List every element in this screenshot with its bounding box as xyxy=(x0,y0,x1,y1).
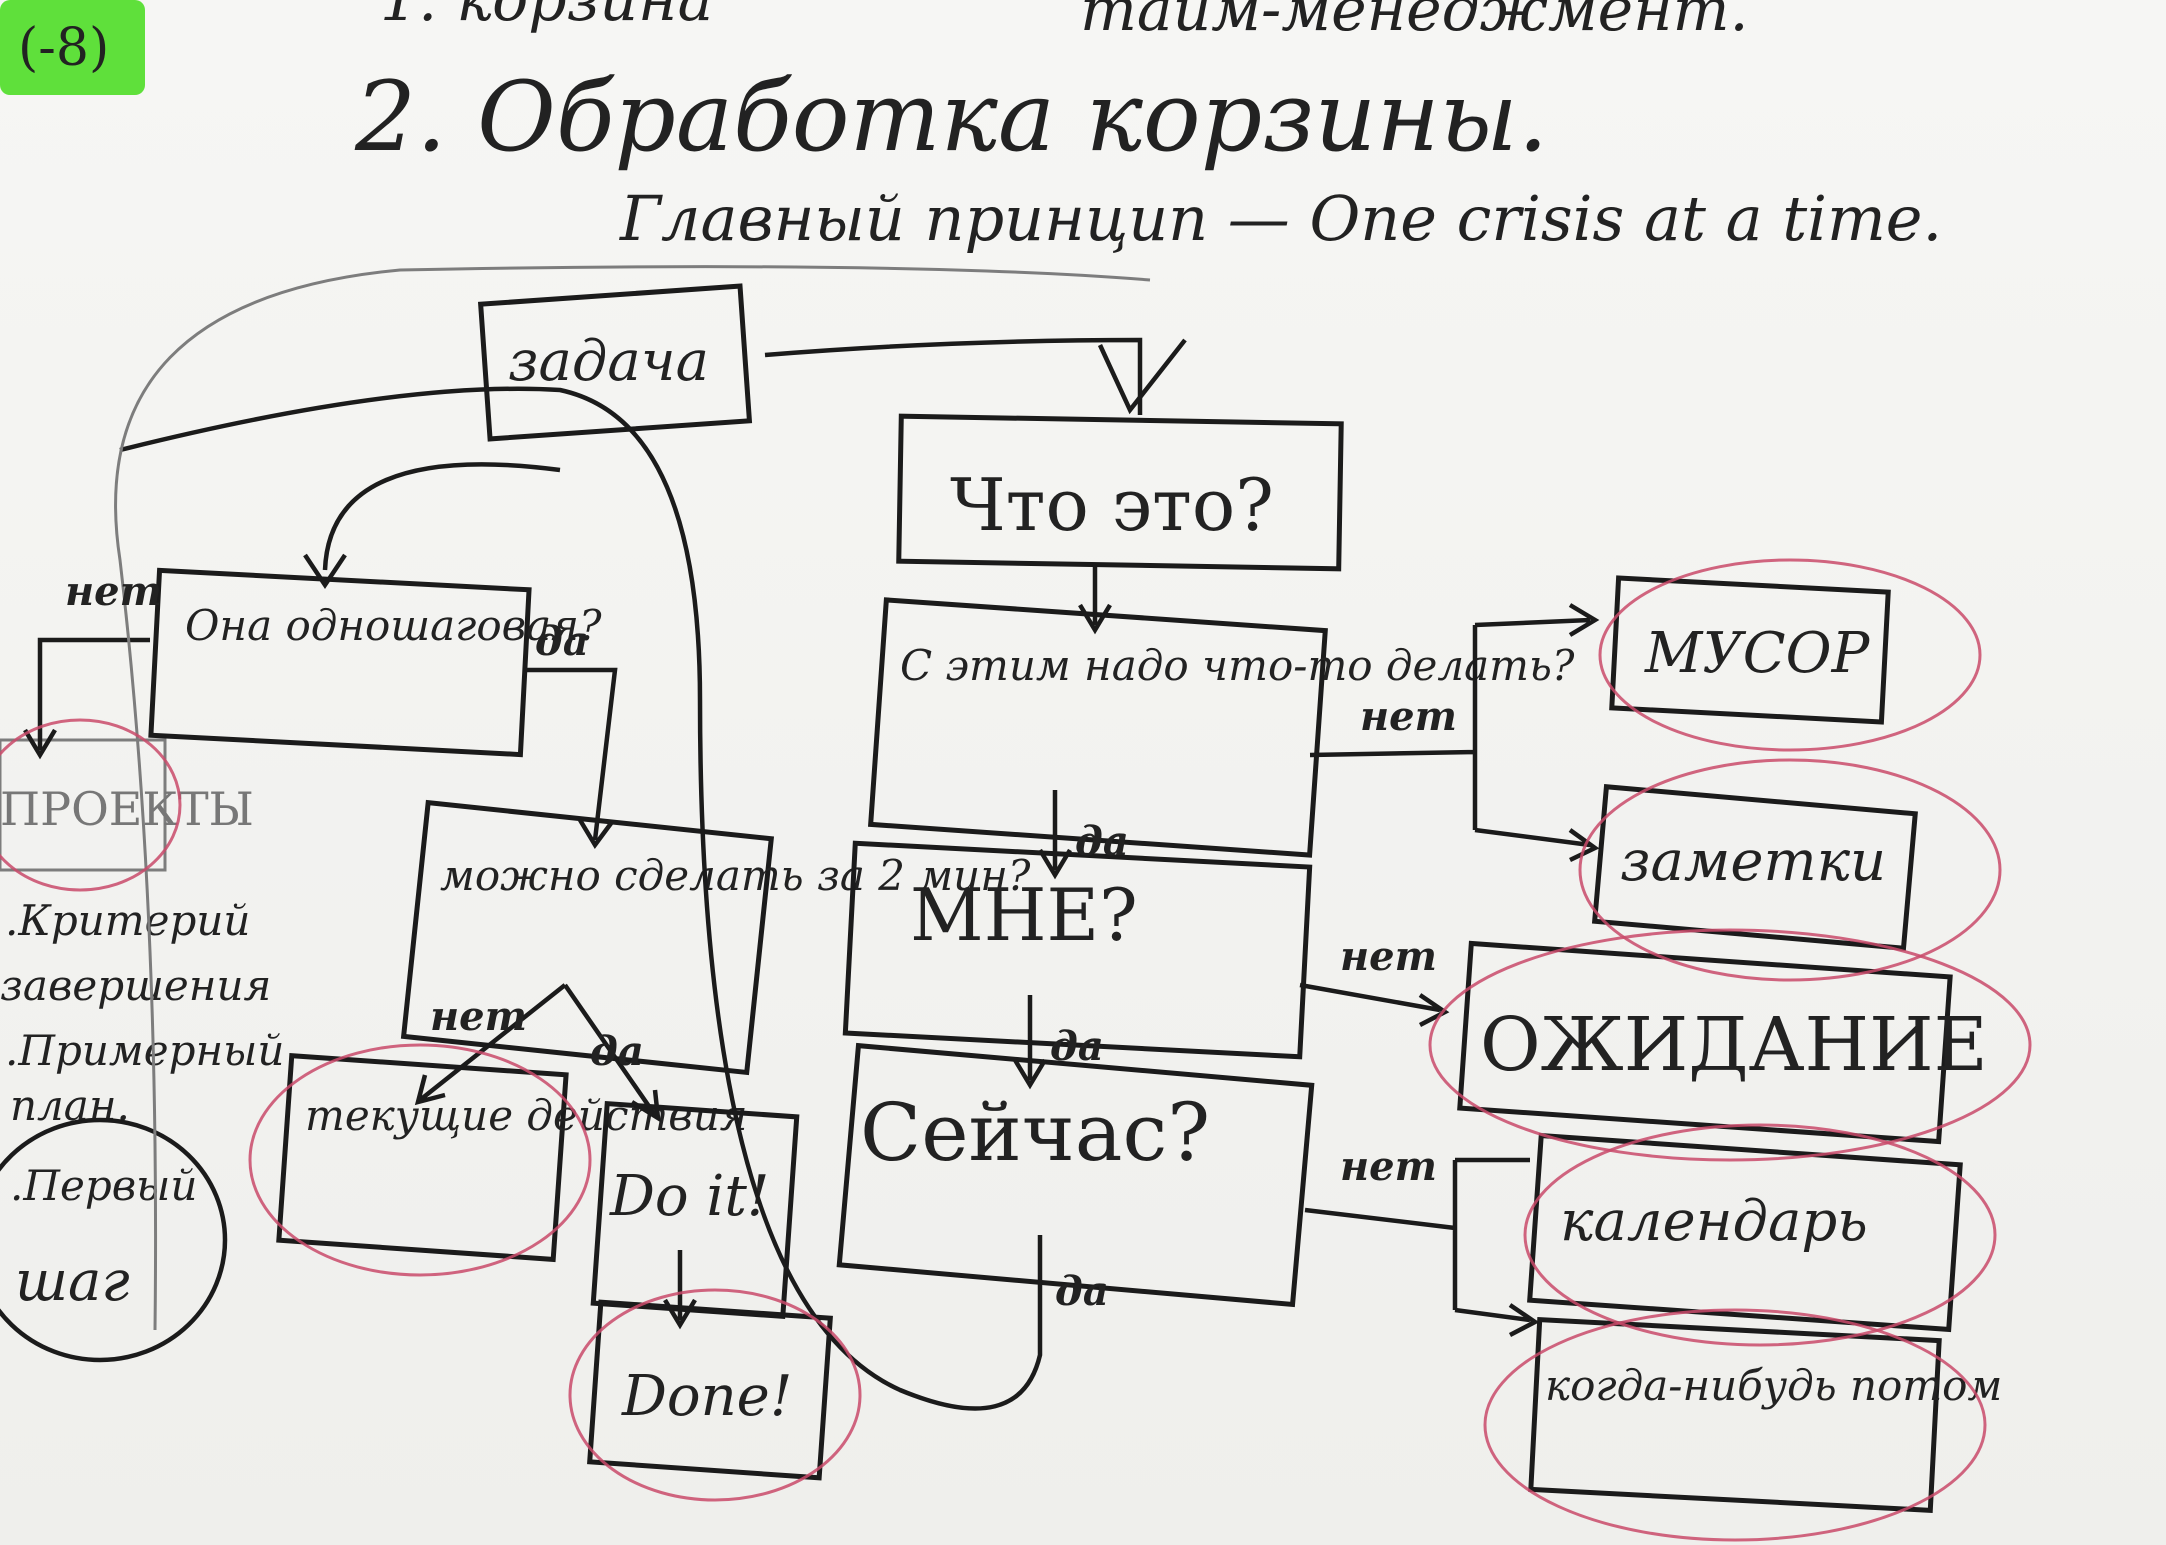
edge-task-to-what-arrowhead xyxy=(1097,338,1187,415)
label-onestep-yes: да xyxy=(535,618,589,665)
side-note-5: .Первый xyxy=(10,1161,197,1210)
node-someday-label: когда-нибудь потом xyxy=(1545,1361,2002,1410)
gray-loop-line xyxy=(114,265,1151,1331)
node-two-min-label: можно сделать за 2 мин? xyxy=(440,851,1031,900)
label-me-no: нет xyxy=(1340,933,1437,980)
highlight-waiting xyxy=(1428,928,2032,1162)
edge-branch-to-notes xyxy=(1474,827,1600,863)
edge-what-to-need xyxy=(1078,565,1112,635)
label-now-yes: да xyxy=(1055,1268,1109,1315)
node-trash-box xyxy=(1609,575,1891,725)
edge-branch-to-someday xyxy=(1454,1303,1540,1337)
highlight-someday xyxy=(1483,1308,1987,1542)
edge-me-to-waiting xyxy=(1299,982,1450,1027)
node-need-do-box xyxy=(867,597,1328,858)
node-waiting-box xyxy=(1457,940,1953,1145)
highlight-notes xyxy=(1578,758,2002,982)
node-done-label: Done! xyxy=(621,1364,792,1429)
highlight-current xyxy=(248,1043,592,1277)
node-now-label: Сейчас? xyxy=(860,1086,1210,1179)
edge-branch-to-trash xyxy=(1474,603,1600,637)
node-trash-label: МУСОР xyxy=(1644,621,1871,686)
label-onestep-no: нет xyxy=(65,568,162,615)
node-current-label: текущие действия xyxy=(305,1091,748,1140)
node-task-box xyxy=(477,283,753,442)
node-one-step-box xyxy=(148,567,532,758)
node-now-box xyxy=(836,1042,1315,1308)
badge-text: (-8) xyxy=(18,18,109,78)
node-two-min-box xyxy=(400,799,775,1076)
node-waiting-label: ОЖИДАНИЕ xyxy=(1480,1002,1988,1088)
side-note-2: завершения xyxy=(0,961,271,1010)
node-calendar-label: календарь xyxy=(1560,1189,1868,1254)
edge-doit-to-done xyxy=(663,1250,697,1330)
label-need-no: нет xyxy=(1360,693,1457,740)
node-doit-label: Do it! xyxy=(609,1164,769,1229)
node-projects-label: ПРОЕКТЫ xyxy=(0,782,254,836)
node-current-box xyxy=(276,1052,569,1263)
node-what-label: Что это? xyxy=(950,463,1274,547)
node-me-label: МНЕ? xyxy=(910,873,1138,957)
label-need-yes: да xyxy=(1075,818,1129,865)
highlight-calendar xyxy=(1523,1123,1997,1347)
label-now-no: нет xyxy=(1340,1143,1437,1190)
highlight-trash xyxy=(1598,558,1982,752)
node-notes-label: заметки xyxy=(1620,829,1886,894)
node-someday-box xyxy=(1528,1317,1942,1513)
first-step-circle xyxy=(0,1117,228,1363)
node-projects-box xyxy=(0,738,167,872)
green-badge xyxy=(0,0,145,95)
subtitle: Главный принцип — One crisis at a time. xyxy=(619,182,1942,255)
label-2min-yes: да xyxy=(590,1028,644,1075)
side-note-1: .Критерий xyxy=(5,896,250,945)
edge-onestep-no xyxy=(23,637,150,760)
label-me-yes: да xyxy=(1050,1023,1104,1070)
top-left-cut-text: 1. корзина xyxy=(380,0,713,35)
highlight-projects xyxy=(0,718,182,892)
node-calendar-box xyxy=(1527,1132,1963,1333)
edge-2min-yes xyxy=(563,983,661,1123)
label-2min-no: нет xyxy=(430,993,527,1040)
node-notes-box xyxy=(1591,784,1918,951)
edge-me-to-now xyxy=(1013,995,1047,1090)
edge-need-to-me xyxy=(1038,790,1072,880)
edge-now-down xyxy=(119,386,1043,1411)
page-title: 2. Обработка корзины. xyxy=(354,61,1548,173)
edge-need-to-branch xyxy=(1309,625,1478,830)
node-need-do-label: С этим надо что-то делать? xyxy=(900,641,1575,690)
node-me-box xyxy=(842,840,1313,1060)
edge-2min-no xyxy=(414,983,567,1106)
node-done-box xyxy=(587,1299,833,1481)
node-one-step-label: Она одношаговая? xyxy=(185,601,602,650)
edge-task-to-what xyxy=(764,337,1143,415)
top-right-cut-text: тайм-менеджмент. xyxy=(1080,0,1749,45)
edge-onestep-yes xyxy=(525,667,618,850)
side-note-6: шаг xyxy=(15,1249,130,1314)
edge-now-to-branch xyxy=(1304,1160,1458,1310)
edge-loop-to-onestep xyxy=(303,462,561,590)
side-note-3: .Примерный xyxy=(5,1026,284,1075)
highlight-done xyxy=(568,1288,862,1502)
node-task-label: задача xyxy=(508,329,709,394)
node-what-box xyxy=(896,413,1344,572)
